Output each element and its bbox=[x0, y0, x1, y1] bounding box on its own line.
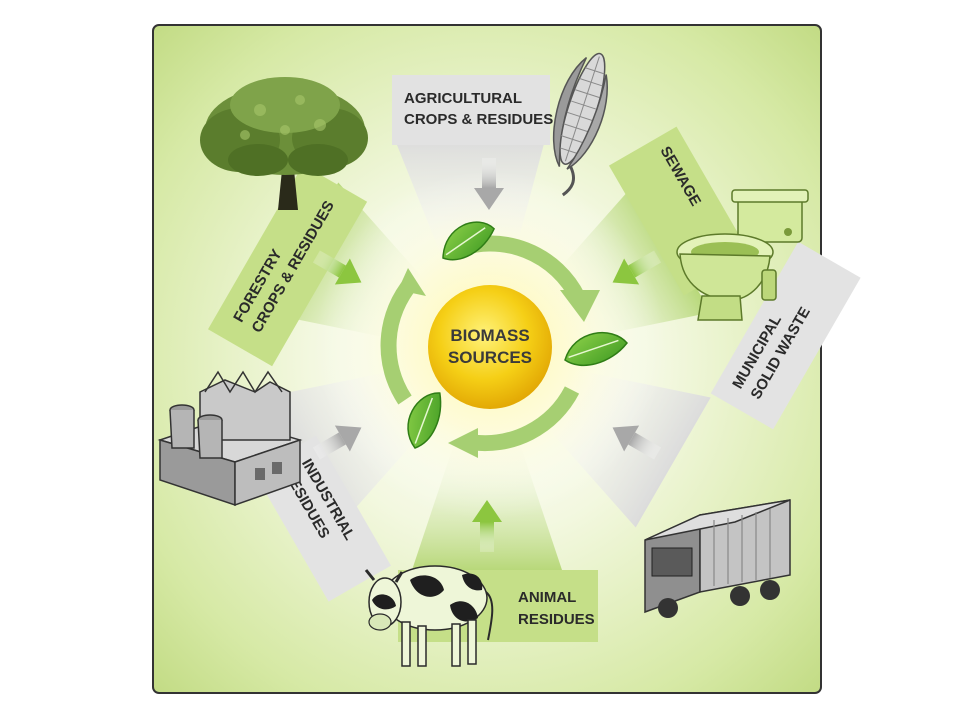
animal-label-line2: RESIDUES bbox=[518, 611, 595, 628]
arrow-from-sewage bbox=[612, 250, 662, 285]
center-label-line2: SOURCES bbox=[448, 348, 532, 367]
agricultural-label-line2: CROPS & RESIDUES bbox=[404, 111, 553, 128]
garbage-truck-icon bbox=[644, 499, 791, 618]
animal-label-line1: ANIMAL bbox=[518, 589, 576, 606]
leaf-icon bbox=[442, 221, 495, 261]
arrow-from-industrial bbox=[312, 425, 362, 460]
toilet-icon bbox=[676, 189, 809, 321]
tree-icon bbox=[200, 77, 368, 210]
municipal-label-panel: MUNICIPAL SOLID WASTE bbox=[710, 241, 861, 430]
arrow-from-forestry bbox=[312, 250, 362, 285]
arrow-from-agricultural bbox=[474, 158, 504, 210]
inbound-arrows bbox=[312, 158, 662, 552]
cow-icon bbox=[364, 565, 494, 667]
leaf-icon bbox=[564, 331, 628, 367]
leaf-icon bbox=[407, 392, 442, 449]
cycle-arrow-heads bbox=[398, 268, 600, 458]
arrow-from-animal bbox=[472, 500, 502, 552]
center-label-line1: BIOMASS bbox=[450, 326, 529, 345]
agricultural-label-panel: AGRICULTURAL CROPS & RESIDUES bbox=[392, 75, 553, 145]
biomass-sun bbox=[428, 285, 552, 409]
arrow-from-municipal bbox=[612, 425, 662, 460]
corn-icon bbox=[552, 52, 608, 197]
agricultural-label-line1: AGRICULTURAL bbox=[404, 90, 522, 107]
factory-icon bbox=[157, 370, 303, 507]
